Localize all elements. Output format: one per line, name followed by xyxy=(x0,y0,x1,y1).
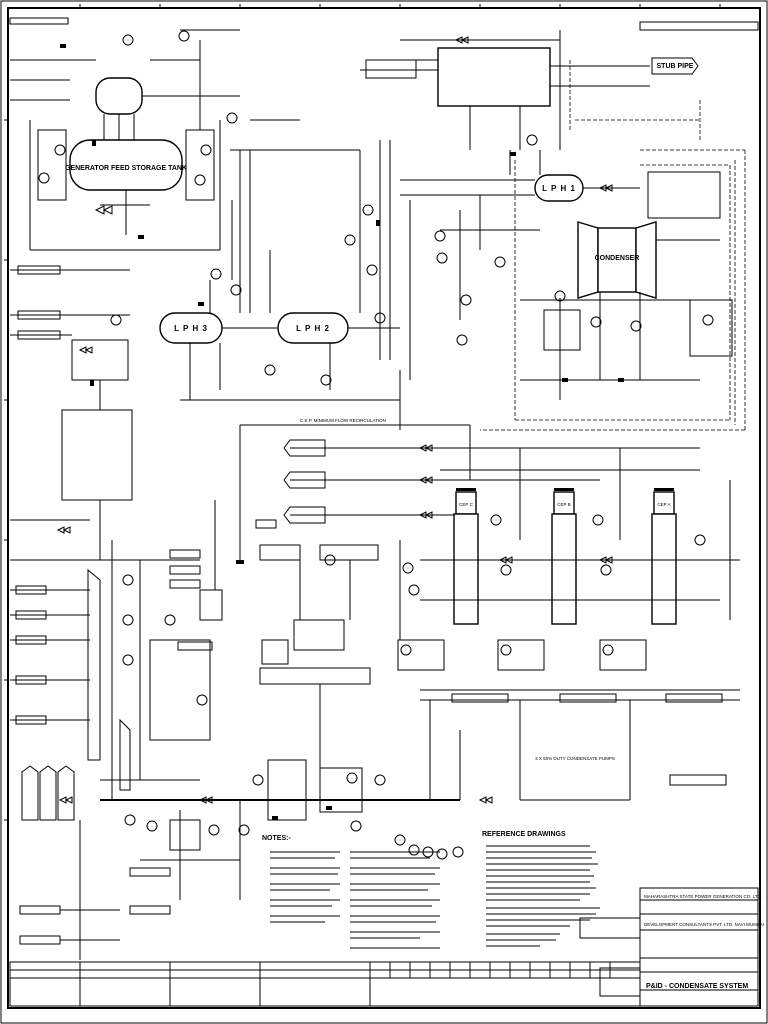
gland-steam-condenser xyxy=(437,47,551,107)
pump-a-label: CEP A xyxy=(657,502,670,507)
consultant-name: DEVELOPMENT CONSULTANTS PVT. LTD. NAVI M… xyxy=(644,922,764,927)
title-block: MAHARASHTRA STATE POWER GENERATION CO. L… xyxy=(579,887,764,1007)
lph3-heater: L P H 3 xyxy=(159,312,223,344)
lph1-heater: L P H 1 xyxy=(534,174,584,202)
reference-heading: REFERENCE DRAWINGS xyxy=(482,831,566,838)
stub-pipe: STUB PIPE xyxy=(651,57,699,75)
cep-b-pump: CEP B xyxy=(551,491,577,625)
lph3-label: L P H 3 xyxy=(174,324,208,333)
recirc-annotation: C.E.P. MINIMUM FLOW RECIRCULATION xyxy=(300,418,386,423)
marker-blocks xyxy=(60,44,674,820)
deaerator-dome xyxy=(95,77,143,115)
stub-pipe-label: STUB PIPE xyxy=(657,63,694,70)
pump-b-label: CEP B xyxy=(557,502,570,507)
reference-drawings: REFERENCE DRAWINGS xyxy=(482,831,600,947)
drawing-title: P&ID - CONDENSATE SYSTEM xyxy=(646,983,748,990)
storage-tank: GENERATOR FEED STORAGE TANK xyxy=(65,77,187,191)
company-name: MAHARASHTRA STATE POWER GENERATION CO. L… xyxy=(644,894,762,899)
lph2-heater: L P H 2 xyxy=(277,312,349,344)
cep-c-pump: CEP C xyxy=(453,491,479,625)
notes-heading: NOTES:- xyxy=(262,835,291,842)
lph2-label: L P H 2 xyxy=(296,324,330,333)
revision-table xyxy=(9,961,641,1007)
pump-c-label: CEP C xyxy=(459,502,473,507)
condenser-label: CONDENSER xyxy=(595,255,640,262)
drawing-border xyxy=(7,7,761,1009)
lph1-label: L P H 1 xyxy=(542,184,576,193)
cep-a-pump: CEP A xyxy=(651,491,677,625)
valve-symbols xyxy=(56,36,613,804)
condenser: CONDENSER xyxy=(577,221,657,299)
pumps-caption: 3 X 50% DUTY CONDENSATE PUMPS xyxy=(535,756,615,761)
notes-block: NOTES:- xyxy=(262,835,440,949)
instrument-bubbles xyxy=(38,30,714,860)
storage-tank-label: GENERATOR FEED STORAGE TANK xyxy=(65,165,187,172)
